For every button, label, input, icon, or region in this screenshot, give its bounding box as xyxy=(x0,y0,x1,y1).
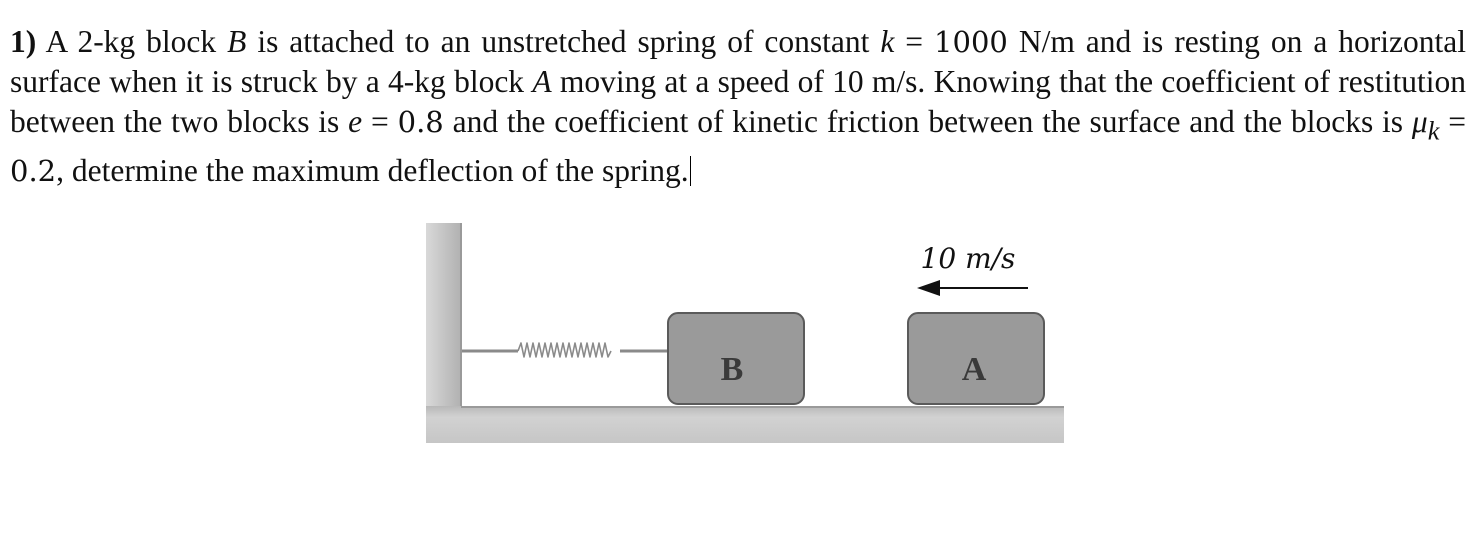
var-b: B xyxy=(227,24,247,59)
block-a-label: A xyxy=(962,351,987,388)
velocity-arrow-icon xyxy=(917,280,1028,296)
var-k: k xyxy=(880,24,895,59)
text-cursor xyxy=(689,156,691,187)
block-b-label: B xyxy=(721,351,744,388)
e-value: 0.8 xyxy=(397,105,444,139)
block-b xyxy=(667,312,805,405)
text-segment-6: , determine the maximum deflection of th… xyxy=(56,153,689,189)
k-value: 1000 xyxy=(934,25,1008,59)
problem-statement: 1) A 2-kg block B is attached to an unst… xyxy=(10,22,1466,191)
equals-1: = xyxy=(894,24,935,59)
velocity-label: 10 m/s xyxy=(921,242,1016,275)
figure-svg: B A 10 m/s xyxy=(426,223,1064,443)
text-segment-3: N/m and is resting on a horizontal surfa… xyxy=(10,24,1467,99)
var-a: A xyxy=(532,64,552,99)
var-e: e xyxy=(348,104,363,139)
spring xyxy=(462,342,668,358)
text-segment-4: moving at a speed of 10 m/s. Knowing tha… xyxy=(10,64,1466,139)
mu-value: 0.2 xyxy=(10,154,57,189)
mechanics-figure: B A 10 m/s xyxy=(420,220,1070,450)
text-segment-1: A 2-kg block xyxy=(36,24,228,59)
equals-2: = xyxy=(362,104,398,139)
equals-3: = xyxy=(1439,104,1467,139)
var-mu-subscript: k xyxy=(1427,116,1440,146)
ground xyxy=(426,406,1064,443)
text-segment-2: is attached to an unstretched spring of … xyxy=(246,24,881,59)
var-mu: μ xyxy=(1411,104,1428,139)
block-a xyxy=(907,312,1045,405)
problem-number: 1) xyxy=(10,24,37,59)
text-segment-5: and the coefficient of kinetic friction … xyxy=(443,104,1412,139)
wall xyxy=(426,223,462,413)
